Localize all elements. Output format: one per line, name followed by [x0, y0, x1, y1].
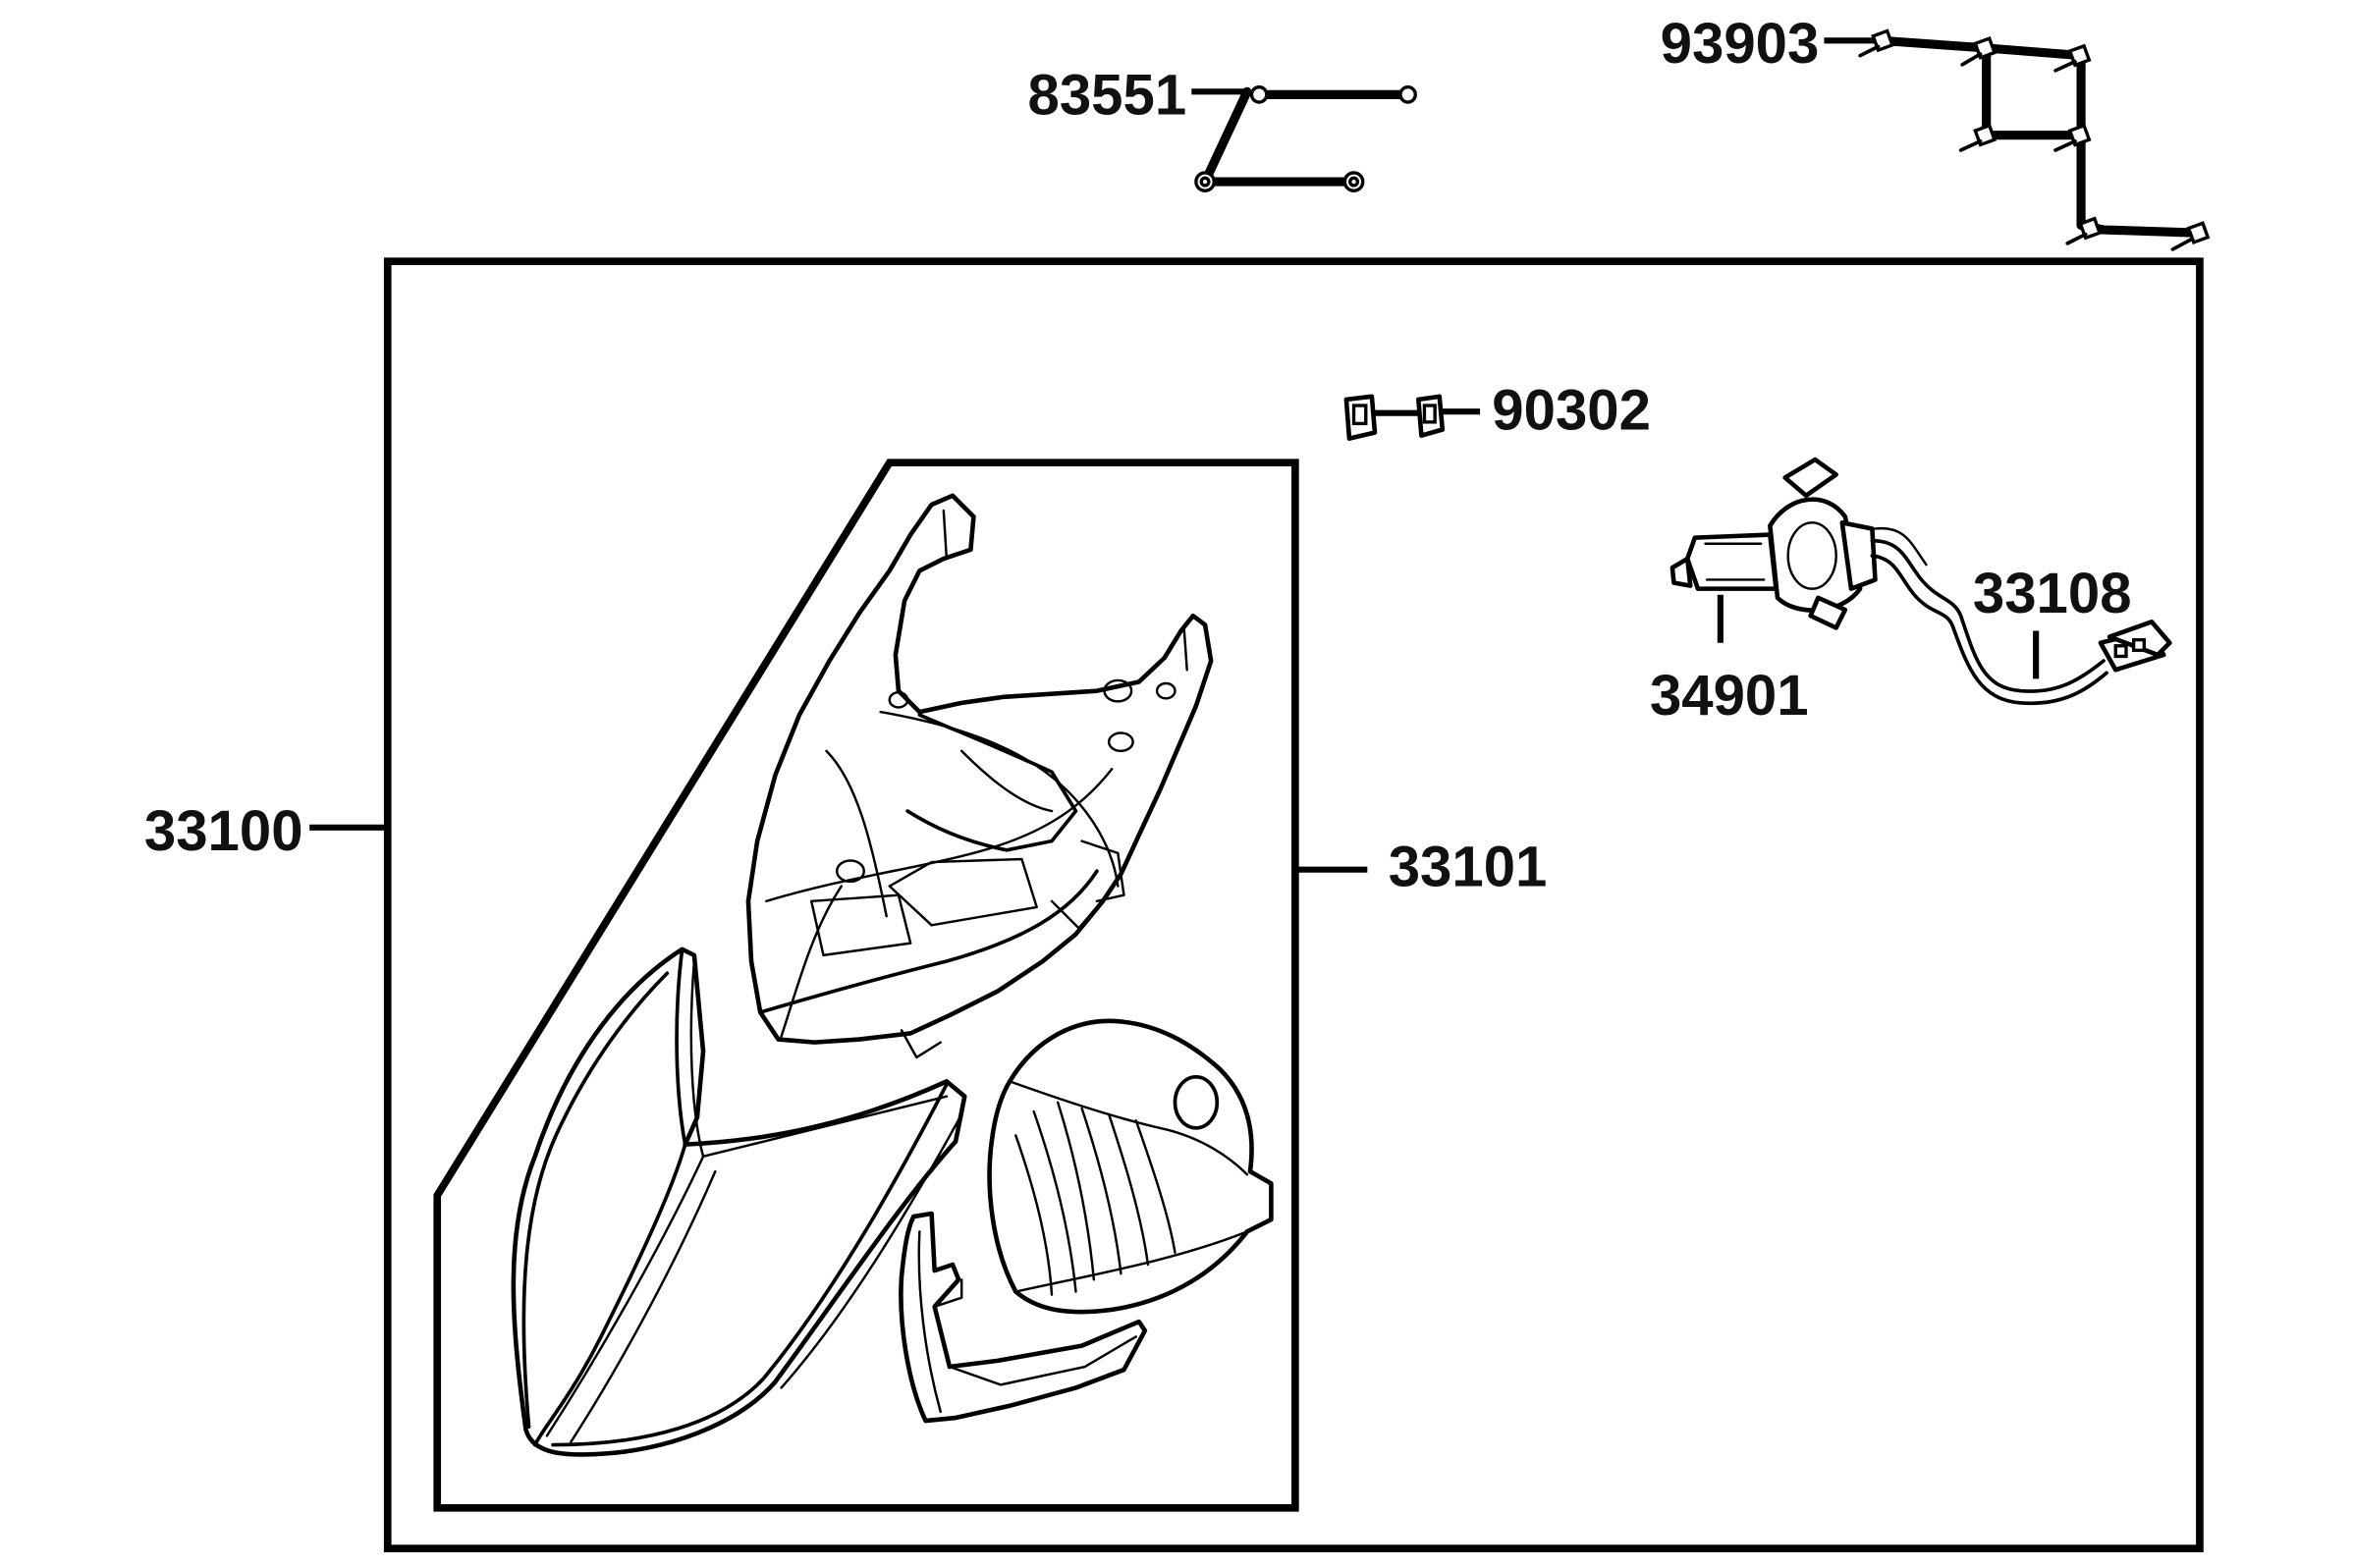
leader-lines	[309, 37, 2040, 873]
part-number-34901: 34901	[1650, 664, 1809, 728]
part-number-33100: 33100	[144, 799, 303, 863]
part-number-90302: 90302	[1492, 378, 1651, 442]
part-number-33108: 33108	[1973, 562, 2132, 625]
screw-icon	[2053, 43, 2092, 73]
assembly-frame-33100	[383, 257, 2204, 1552]
part-number-83551: 83551	[1028, 63, 1187, 127]
screw-icon	[1960, 35, 1997, 67]
side-trim-piece	[899, 1211, 1148, 1424]
headlight-housing	[745, 493, 1214, 1059]
headlight-bulb-34901	[1669, 457, 1878, 630]
headlight-reflector	[987, 1018, 1274, 1315]
screw-icon	[2170, 221, 2211, 251]
part-number-33101: 33101	[1389, 836, 1548, 899]
screw-icon	[1958, 123, 1997, 152]
subassembly-outline-33101	[433, 459, 1299, 1512]
part-number-93903: 93903	[1661, 12, 1820, 76]
screw-icon	[2065, 216, 2103, 245]
screw-set-83551	[1194, 85, 1417, 192]
wire-harness-33108	[1870, 526, 2172, 706]
screw-set-93903	[1858, 28, 2211, 251]
screw-icon	[1858, 28, 1895, 58]
screw-icon	[2053, 123, 2092, 152]
headlight-lens-cover	[511, 946, 967, 1457]
clip-nuts-90302	[1343, 394, 1446, 441]
